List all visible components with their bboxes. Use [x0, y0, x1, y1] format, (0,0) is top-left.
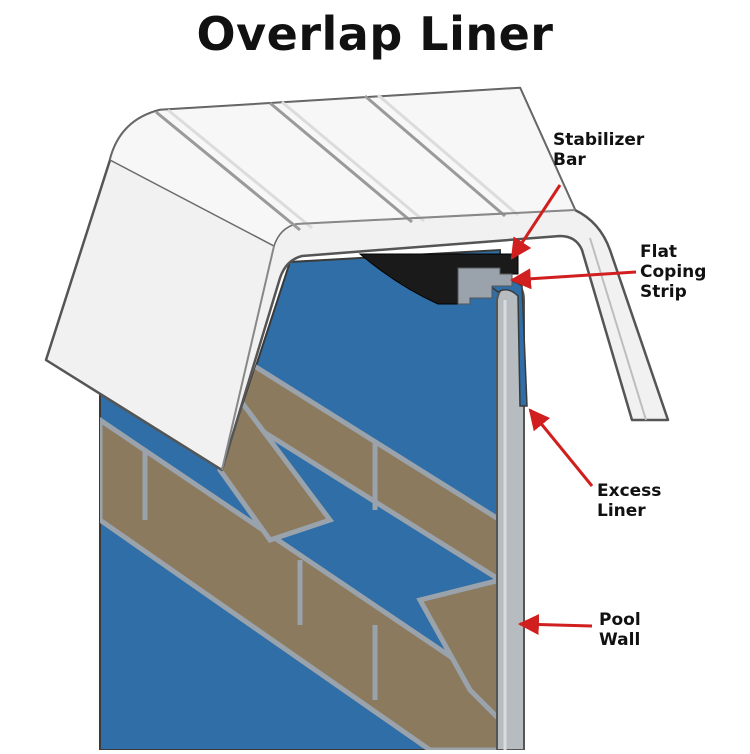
stabilizer-bar-arrow — [510, 184, 562, 260]
flat-coping-strip-label: Flat Coping Strip — [640, 242, 707, 302]
flat-coping-strip-arrow — [509, 268, 637, 290]
excess-liner-arrow — [528, 408, 594, 487]
pool-wall-arrow — [517, 614, 593, 636]
stabilizer-bar-label: Stabilizer Bar — [553, 130, 645, 170]
flat-coping-strip — [457, 267, 513, 305]
excess-liner-label: Excess Liner — [597, 481, 662, 521]
top-coping-cap — [44, 86, 670, 472]
pool-wall-label: Pool Wall — [599, 610, 641, 650]
page-title: Overlap Liner — [196, 7, 554, 61]
